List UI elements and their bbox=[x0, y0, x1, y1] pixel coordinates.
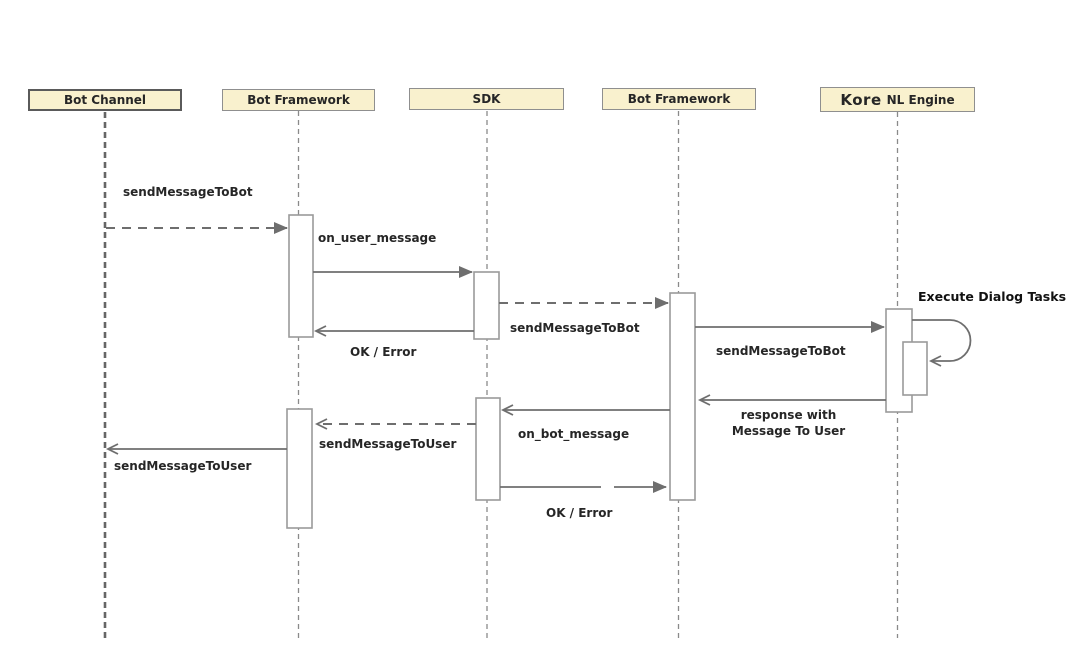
activation-bot-framework-1-b bbox=[286, 408, 313, 529]
participant-bot-framework-1: Bot Framework bbox=[222, 89, 375, 111]
participant-label: Bot Framework bbox=[247, 93, 350, 107]
participant-bot-channel: Bot Channel bbox=[28, 89, 182, 111]
activation-bot-framework-2 bbox=[669, 292, 696, 501]
participant-bot-framework-2: Bot Framework bbox=[602, 88, 756, 110]
participant-kore-nl-engine: Kore NL Engine bbox=[820, 87, 975, 112]
label-send-message-to-user-2: sendMessageToUser bbox=[114, 459, 252, 473]
label-send-message-to-bot-1: sendMessageToBot bbox=[123, 185, 253, 199]
participant-label: Bot Channel bbox=[63, 93, 147, 107]
label-on-user-message: on_user_message bbox=[318, 231, 437, 245]
participant-label: NL Engine bbox=[886, 92, 955, 107]
activation-sdk-b bbox=[475, 397, 501, 501]
label-ok-error-1: OK / Error bbox=[350, 345, 417, 359]
label-ok-error-2: OK / Error bbox=[546, 506, 613, 520]
label-send-message-to-user-1: sendMessageToUser bbox=[319, 437, 457, 451]
activation-kore-nested bbox=[902, 341, 928, 396]
label-response-with-message-to-user: response with Message To User bbox=[716, 407, 861, 439]
label-response-line1: response with bbox=[740, 408, 837, 422]
kore-brand-label: Kore bbox=[840, 90, 882, 109]
participant-label: SDK bbox=[472, 92, 501, 106]
arrow-execute-dialog-tasks-self-loop bbox=[912, 319, 972, 367]
participant-label: Bot Framework bbox=[627, 92, 731, 106]
activation-sdk-a bbox=[473, 271, 500, 340]
participant-sdk: SDK bbox=[409, 88, 564, 110]
label-execute-dialog-tasks: Execute Dialog Tasks bbox=[918, 289, 1067, 304]
label-send-message-to-bot-2: sendMessageToBot bbox=[510, 321, 640, 335]
label-send-message-to-bot-3: sendMessageToBot bbox=[716, 344, 846, 358]
label-on-bot-message: on_bot_message bbox=[518, 427, 630, 441]
activation-bot-framework-1-a bbox=[288, 214, 314, 338]
label-response-line2: Message To User bbox=[731, 424, 846, 438]
